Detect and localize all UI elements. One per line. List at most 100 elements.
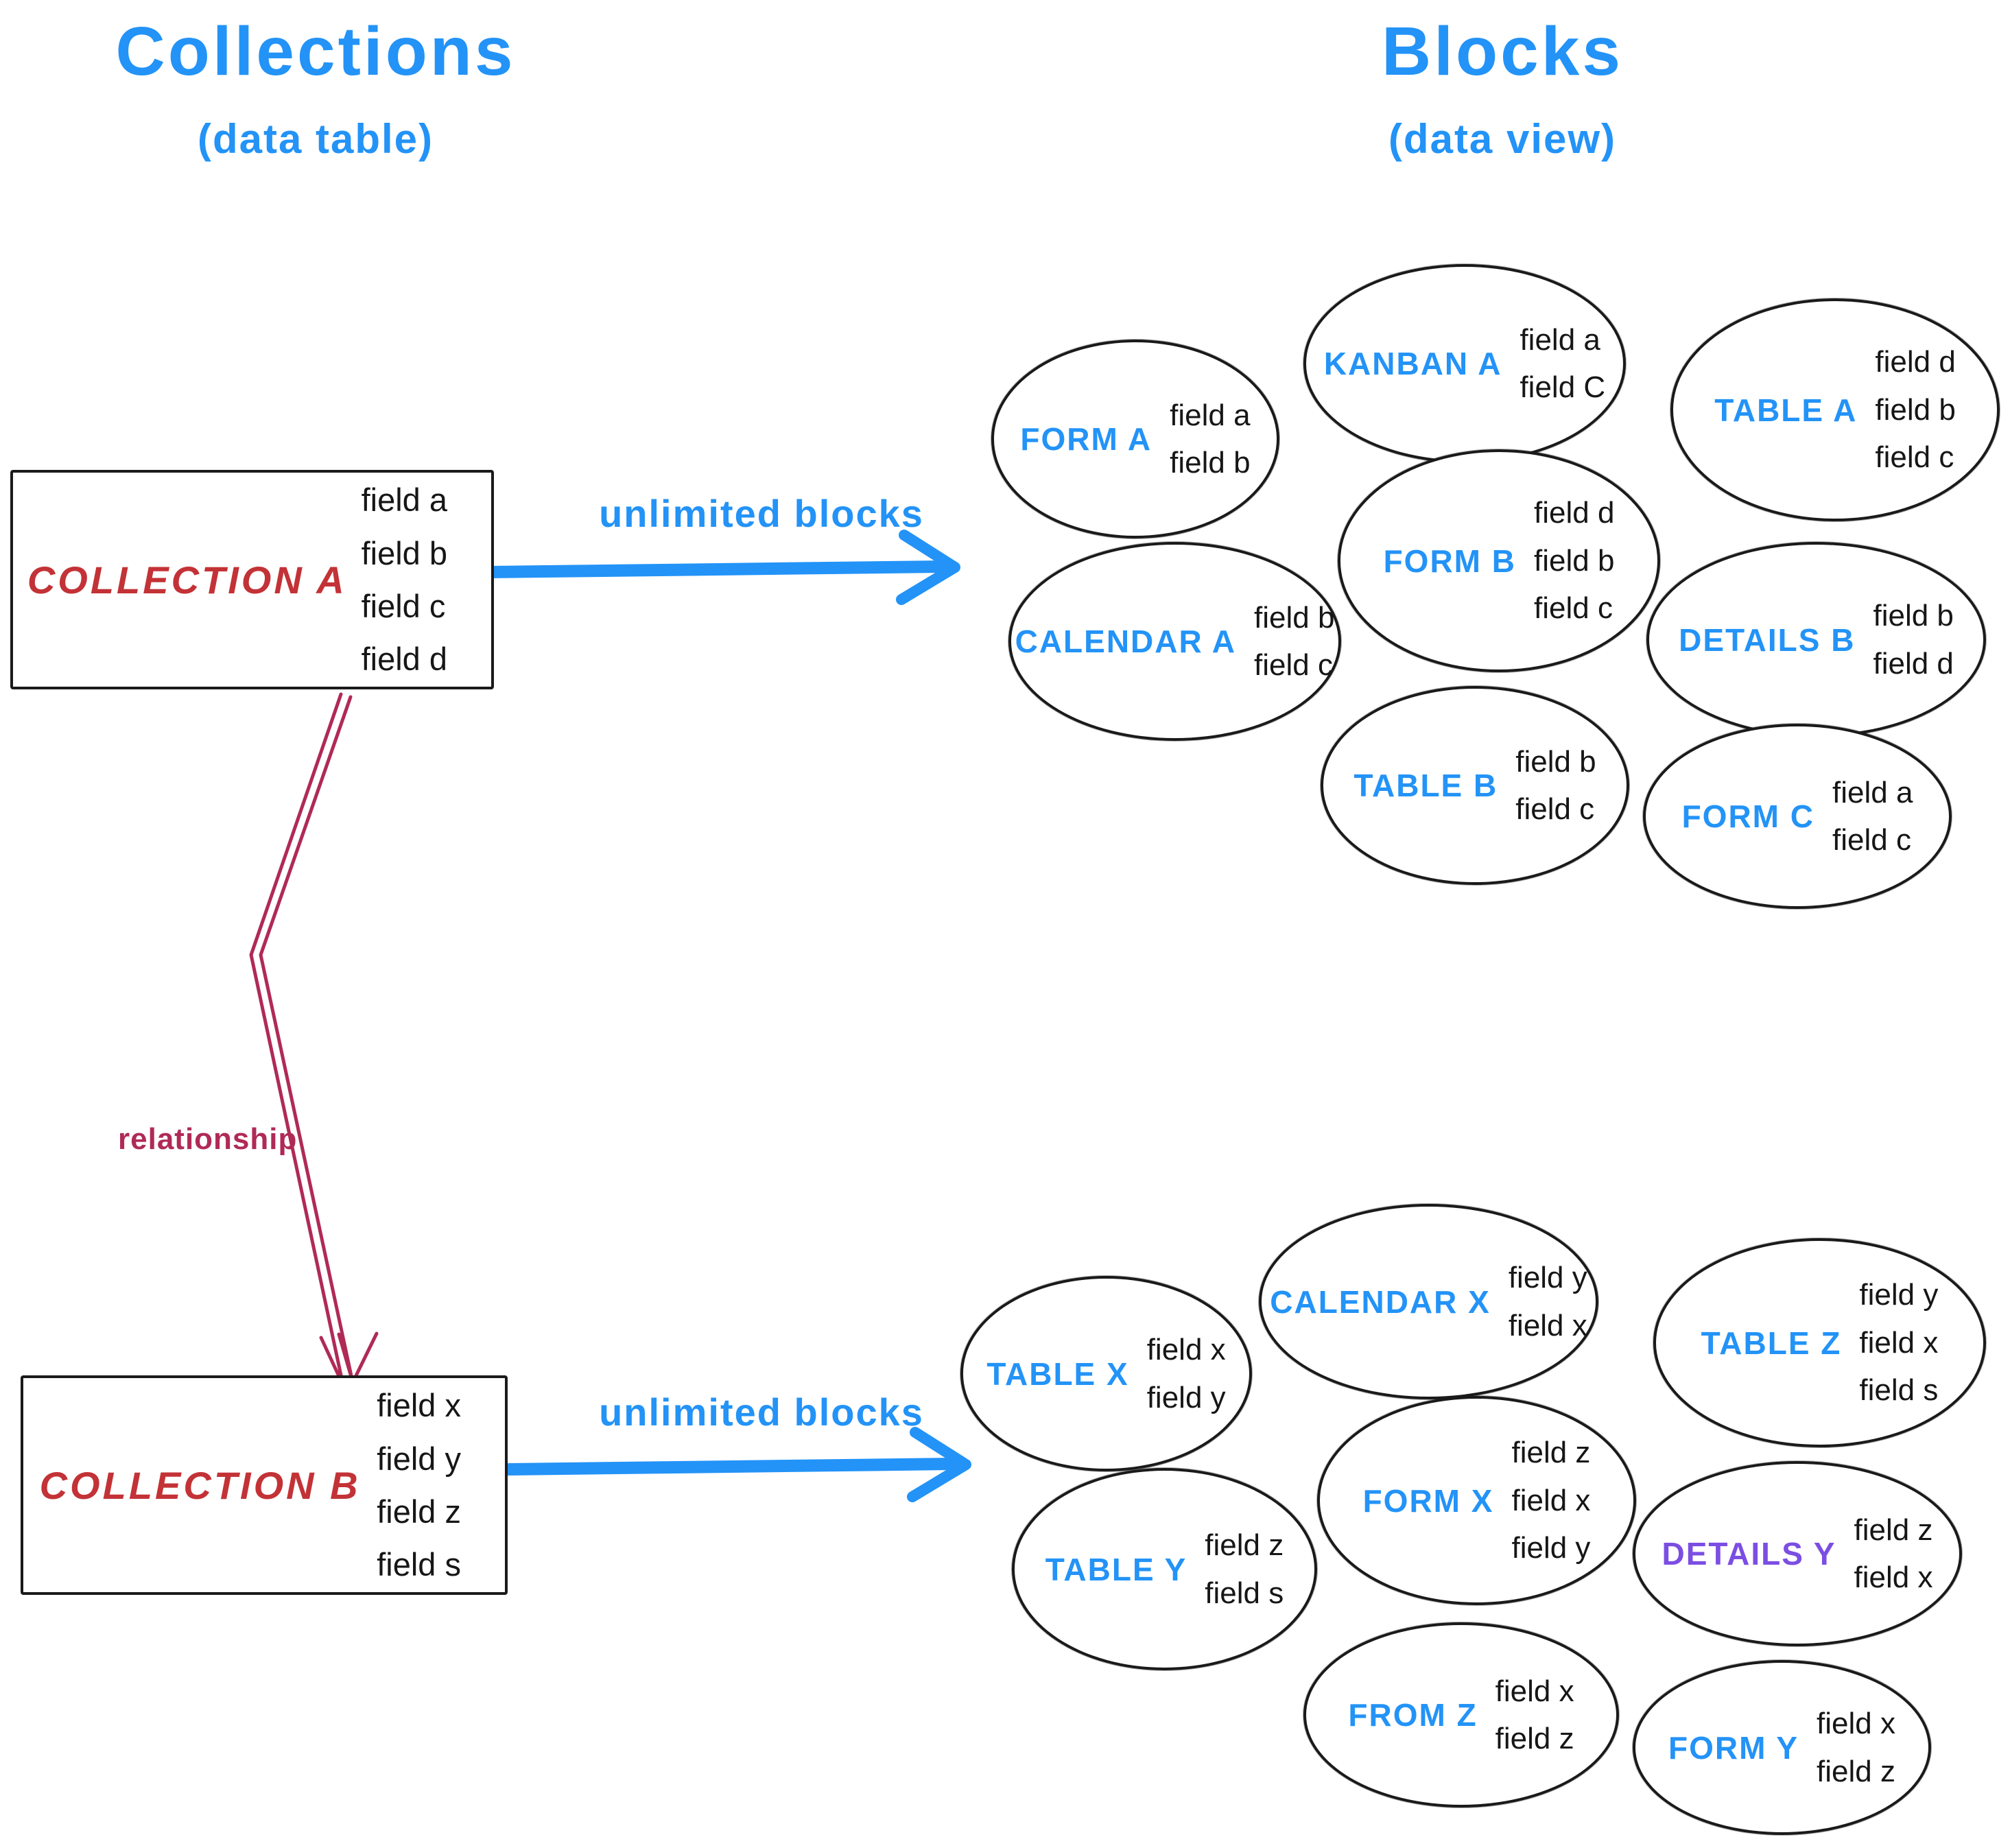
field-line: field z <box>377 1493 461 1530</box>
block-table-b: TABLE B field b field c <box>1321 686 1629 885</box>
block-form-x: FORM X field z field x field y <box>1317 1396 1636 1605</box>
field-line: field c <box>1515 792 1595 826</box>
field-line: field x <box>1508 1308 1587 1342</box>
field-line: field z <box>1854 1513 1933 1547</box>
collection-a-box: COLLECTION A field a field b field c fie… <box>10 470 494 689</box>
block-form-a-label: FORM A <box>1020 421 1152 457</box>
block-table-b-label: TABLE B <box>1353 768 1498 803</box>
field-line: field b <box>1875 392 1956 427</box>
field-line: field y <box>377 1440 461 1477</box>
block-calendar-a-label: CALENDAR A <box>1015 624 1236 659</box>
field-line: field x <box>1146 1333 1226 1367</box>
field-line: field x <box>1495 1674 1574 1708</box>
block-form-y-fields: field x field z <box>1817 1703 1895 1792</box>
field-line: field s <box>1859 1373 1939 1408</box>
block-calendar-x-label: CALENDAR X <box>1270 1283 1491 1320</box>
block-table-a-fields: field d field b field c <box>1875 342 1955 477</box>
block-table-x: TABLE X field x field y <box>960 1276 1252 1471</box>
field-line: field b <box>1873 599 1954 633</box>
field-line: field y <box>1859 1278 1939 1312</box>
field-line: field c <box>1832 823 1911 857</box>
field-line: field x <box>1817 1707 1895 1741</box>
field-line: field z <box>1205 1528 1284 1563</box>
block-calendar-x: CALENDAR X field y field x <box>1259 1204 1598 1399</box>
block-form-c-fields: field a field c <box>1832 772 1913 861</box>
field-line: field b <box>1515 744 1596 779</box>
block-table-b-fields: field b field c <box>1515 742 1596 830</box>
field-line: field a <box>1520 322 1600 357</box>
block-table-x-label: TABLE X <box>986 1355 1129 1392</box>
block-from-z-label: FROM Z <box>1348 1697 1478 1733</box>
block-form-b-label: FORM B <box>1383 543 1516 579</box>
collection-b-label: COLLECTION B <box>39 1463 361 1507</box>
unlimited-blocks-arrow-bottom <box>503 1427 971 1502</box>
unlimited-blocks-label-top: unlimited blocks <box>599 492 924 535</box>
field-line: field c <box>361 588 446 624</box>
field-line: field y <box>1146 1380 1226 1414</box>
field-line: field a <box>361 482 447 519</box>
block-from-z-fields: field x field z <box>1495 1671 1574 1760</box>
block-from-z: FROM Z field x field z <box>1303 1622 1619 1808</box>
field-line: field b <box>1534 543 1615 578</box>
block-calendar-x-fields: field y field x <box>1509 1257 1587 1346</box>
block-table-z-fields: field y field x field s <box>1859 1275 1938 1410</box>
field-line: field c <box>1254 648 1333 682</box>
block-form-c-label: FORM C <box>1681 798 1814 834</box>
collection-b-fields: field x field y field z field s <box>377 1384 505 1587</box>
block-form-c: FORM C field a field c <box>1643 724 1952 909</box>
block-details-b: DETAILS B field b field d <box>1646 542 1986 737</box>
field-line: field z <box>1511 1436 1591 1470</box>
blocks-title: Blocks <box>1382 13 1623 90</box>
field-line: field z <box>1495 1722 1574 1755</box>
block-details-b-label: DETAILS B <box>1679 621 1856 658</box>
field-line: field b <box>1254 600 1335 635</box>
collections-title: Collections <box>115 13 516 90</box>
block-details-b-fields: field b field d <box>1873 595 1953 684</box>
field-line: field s <box>1205 1576 1284 1610</box>
field-line: field x <box>1511 1483 1591 1517</box>
block-form-a: FORM A field a field b <box>991 340 1279 538</box>
field-line: field d <box>1873 646 1954 680</box>
collection-a-fields: field a field b field c field d <box>362 478 491 681</box>
block-form-a-fields: field a field b <box>1170 395 1250 484</box>
blocks-subtitle: (data view) <box>1388 116 1617 162</box>
collection-a-label: COLLECTION A <box>27 558 347 602</box>
block-table-a: TABLE A field d field b field c <box>1670 298 2000 521</box>
field-line: field s <box>377 1546 461 1583</box>
field-line: field a <box>1832 775 1913 809</box>
block-kanban-a-label: KANBAN A <box>1323 346 1502 381</box>
field-line: field c <box>1534 591 1613 626</box>
block-form-x-fields: field z field x field y <box>1511 1432 1590 1568</box>
block-form-x-label: FORM X <box>1362 1482 1494 1519</box>
field-line: field x <box>1859 1325 1939 1360</box>
relationship-label: relationship <box>118 1122 298 1156</box>
field-line: field b <box>1170 446 1251 479</box>
block-details-y-label: DETAILS Y <box>1662 1536 1836 1572</box>
field-line: field a <box>1170 398 1251 432</box>
field-line: field y <box>1508 1261 1587 1295</box>
field-line: field d <box>1534 496 1615 530</box>
field-line: field z <box>1817 1754 1895 1788</box>
block-form-y-label: FORM Y <box>1668 1729 1799 1766</box>
field-line: field y <box>1511 1531 1591 1565</box>
block-form-b-fields: field d field b field c <box>1534 493 1614 628</box>
block-calendar-a: CALENDAR A field b field c <box>1008 542 1341 741</box>
field-line: field c <box>1875 440 1954 475</box>
block-table-x-fields: field x field y <box>1147 1329 1226 1418</box>
block-table-a-label: TABLE A <box>1714 392 1858 428</box>
unlimited-blocks-label-bottom: unlimited blocks <box>599 1390 924 1434</box>
field-line: field d <box>1875 345 1956 379</box>
block-calendar-a-fields: field b field c <box>1254 597 1334 686</box>
collections-subtitle: (data table) <box>197 116 434 162</box>
block-form-b: FORM B field d field b field c <box>1338 449 1660 672</box>
relationship-line <box>249 692 379 1396</box>
field-line: field b <box>361 534 447 571</box>
block-form-y: FORM Y field x field z <box>1633 1660 1931 1835</box>
